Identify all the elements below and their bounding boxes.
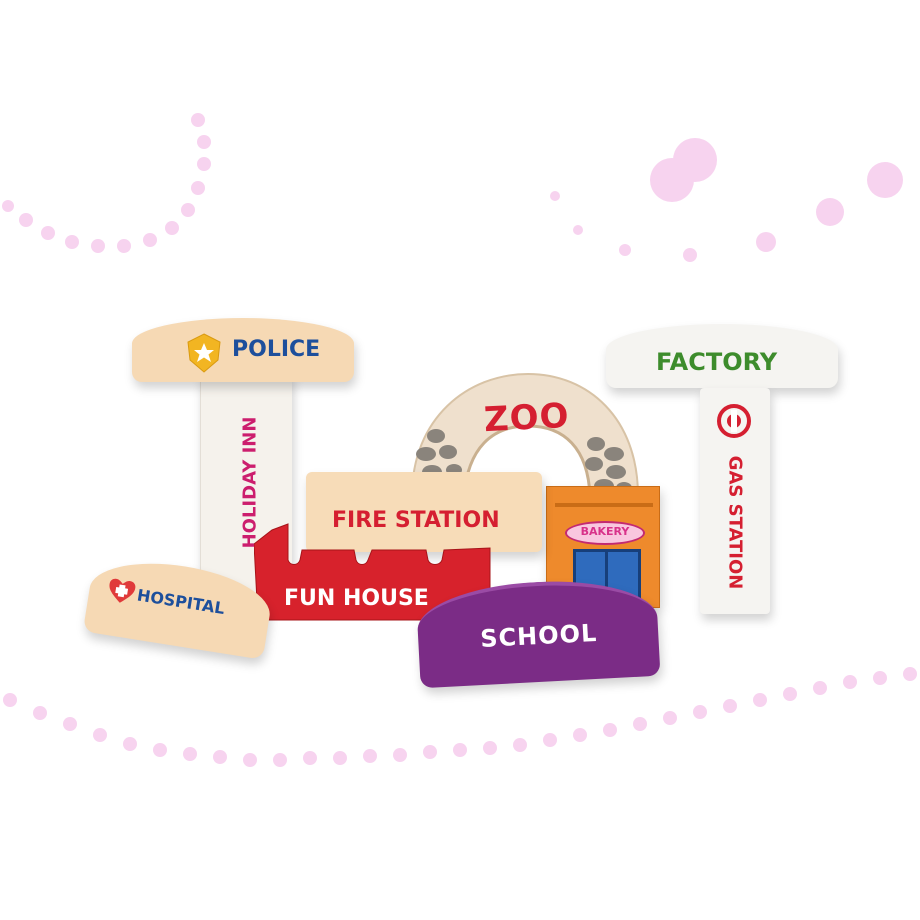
hospital-block: HOSPITAL	[82, 552, 276, 660]
fire-station-block: FIRE STATION	[306, 472, 542, 552]
hospital-label: HOSPITAL	[135, 585, 227, 619]
gas-station-label: GAS STATION	[724, 455, 746, 590]
factory-label: FACTORY	[656, 348, 778, 376]
bakery-label: BAKERY	[580, 525, 630, 538]
zoo-label: ZOO	[483, 395, 571, 441]
bakery-sign: BAKERY	[565, 521, 645, 545]
star-badge-icon	[187, 333, 221, 373]
gas-logo-icon	[717, 404, 751, 438]
school-label: SCHOOL	[479, 618, 598, 654]
heart-cross-icon	[109, 578, 136, 603]
gas-station-block: GAS STATION	[700, 388, 770, 614]
fun-house-block	[254, 523, 491, 621]
police-block: POLICE	[132, 318, 354, 382]
fire-station-label: FIRE STATION	[332, 508, 500, 533]
police-label: POLICE	[232, 337, 321, 362]
factory-block: FACTORY	[606, 324, 838, 388]
fun-house-label: FUN HOUSE	[284, 586, 429, 611]
bakery-block: BAKERY	[546, 486, 660, 609]
